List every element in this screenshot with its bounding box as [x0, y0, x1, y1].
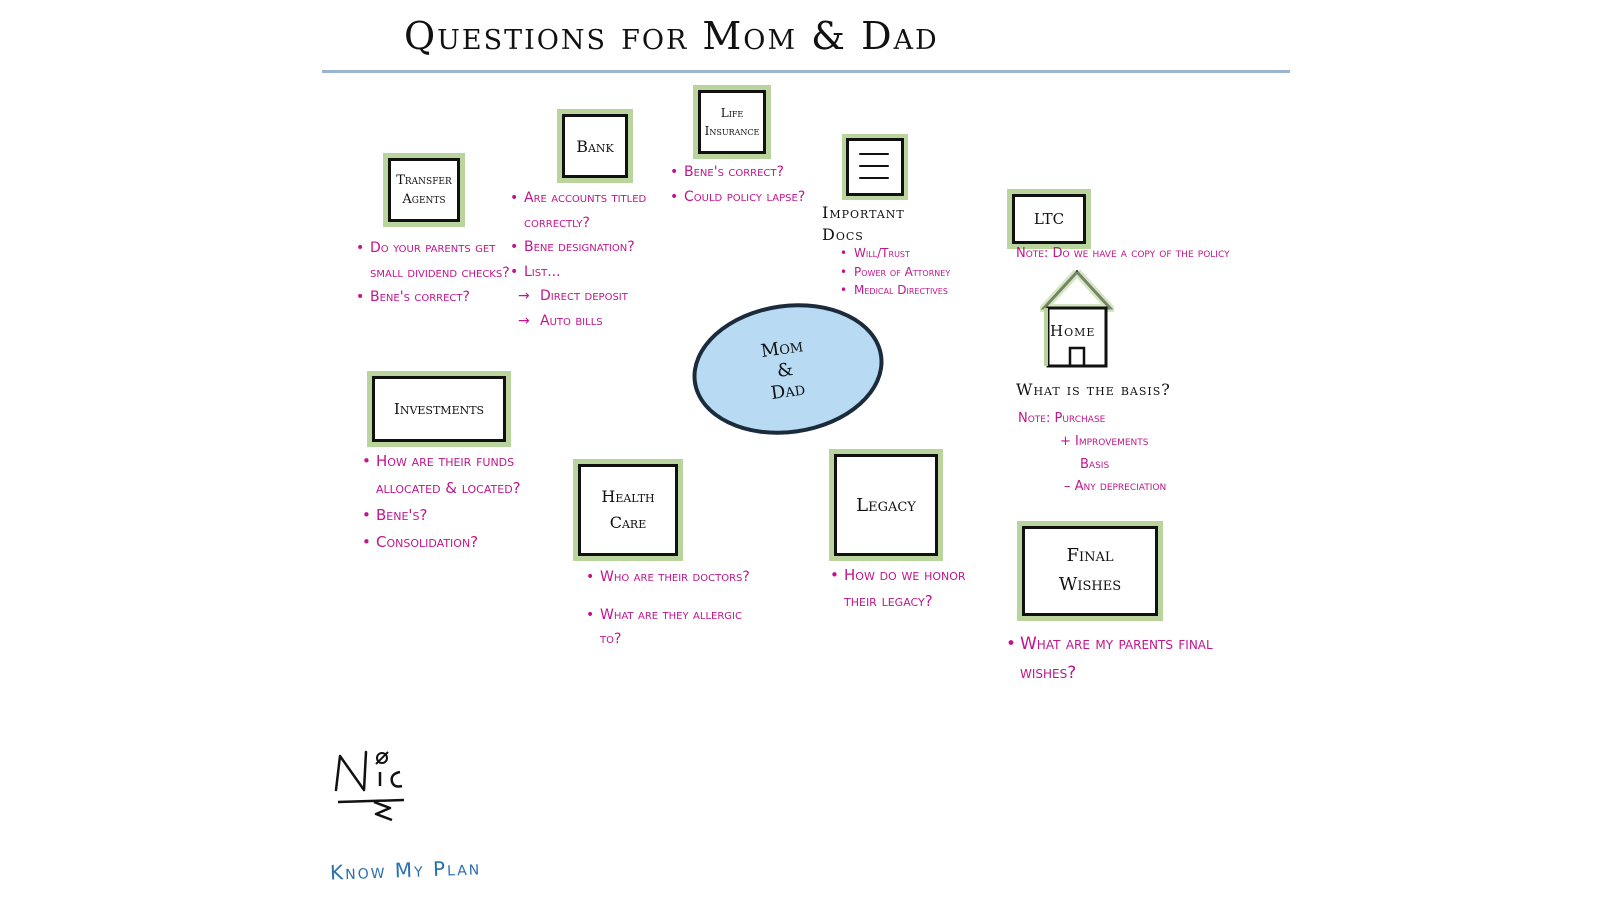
list-item: Will/Trust: [840, 244, 1030, 263]
document-icon: [846, 138, 904, 196]
list-item: Power of Attorney: [840, 263, 1030, 282]
list-item: List...: [510, 260, 710, 285]
house-body: [1046, 306, 1108, 368]
list-item: Bene's correct?: [356, 285, 516, 310]
final-wishes-label-line2: Wishes: [1058, 574, 1122, 595]
investments-notes: How are their funds allocated & located?…: [362, 448, 572, 556]
home-notes: Note: Purchase + Improvements Basis – An…: [1018, 408, 1258, 499]
important-docs-label: Important Docs: [822, 202, 905, 247]
list-item: How are their funds allocated & located?: [362, 448, 572, 502]
list-item: Consolidation?: [362, 529, 572, 556]
list-item: Bene's?: [362, 502, 572, 529]
transfer-agents-label-line1: Transfer: [396, 172, 452, 188]
health-care-label-line2: Care: [609, 513, 647, 532]
life-insurance-label-line2: Insurance: [704, 124, 760, 138]
investments-box: Investments: [372, 376, 506, 442]
list-item: Auto bills: [510, 309, 710, 334]
home-note-line: + Improvements: [1060, 433, 1149, 449]
house-icon: [1040, 269, 1114, 368]
list-item: Bene's correct?: [670, 160, 820, 185]
list-item: Bene designation?: [510, 235, 710, 260]
list-item: Note: Do we have a copy of the policy: [1016, 246, 1230, 261]
list-item: How do we honor their legacy?: [830, 562, 980, 615]
home-label: Home: [1050, 322, 1096, 340]
bank-label: Bank: [576, 136, 614, 156]
final-wishes-notes: What are my parents final wishes?: [1006, 630, 1226, 688]
home-caption: What is the basis?: [1016, 380, 1171, 399]
list-item: Do your parents get small dividend check…: [356, 236, 516, 285]
brand-link[interactable]: Know My Plan: [329, 855, 482, 885]
health-care-notes: Who are their doctors? What are they all…: [586, 566, 756, 651]
final-wishes-box: Final Wishes: [1022, 526, 1158, 616]
legacy-notes: How do we honor their legacy?: [830, 562, 980, 615]
transfer-agents-label-line2: Agents: [402, 192, 446, 207]
house-highlight: [1044, 308, 1048, 366]
legacy-box: Legacy: [834, 454, 938, 556]
health-care-label-line1: Health: [601, 487, 655, 507]
list-item: Could policy lapse?: [670, 185, 820, 210]
logo-icon: [334, 750, 405, 822]
house-door: [1068, 346, 1086, 368]
life-insurance-box: Life Insurance: [698, 90, 766, 154]
transfer-agents-box: Transfer Agents: [388, 158, 460, 222]
transfer-agents-notes: Do your parents get small dividend check…: [356, 236, 516, 310]
home-note-line: Note: Purchase: [1018, 411, 1106, 426]
home-note-line: Basis: [1080, 456, 1110, 472]
list-item: Direct deposit: [510, 284, 710, 309]
list-item: What are they allergic to?: [586, 604, 756, 652]
final-wishes-label-line1: Final: [1066, 545, 1114, 567]
important-docs-label-line1: Important: [822, 203, 905, 222]
life-insurance-notes: Bene's correct? Could policy lapse?: [670, 160, 820, 209]
investments-label: Investments: [393, 400, 485, 418]
list-item: Medical Directives: [840, 281, 1030, 300]
life-insurance-label-line1: Life: [720, 106, 744, 120]
list-item: Who are their doctors?: [586, 566, 756, 590]
bank-box: Bank: [562, 114, 628, 178]
list-item: Are accounts titled correctly?: [510, 186, 710, 235]
list-item: What are my parents final wishes?: [1006, 630, 1226, 688]
ltc-box: LTC: [1012, 194, 1086, 244]
bank-notes: Are accounts titled correctly? Bene desi…: [510, 186, 710, 333]
ltc-label: LTC: [1033, 210, 1065, 228]
important-docs-notes: Will/Trust Power of Attorney Medical Dir…: [840, 244, 1030, 300]
health-care-box: Health Care: [578, 464, 678, 556]
title-underline: [322, 70, 1290, 73]
page-title: Questions for Mom & Dad: [404, 14, 939, 58]
home-note-line: – Any depreciation: [1064, 479, 1167, 495]
ltc-note: Note: Do we have a copy of the policy: [1016, 244, 1266, 264]
important-docs-label-line2: Docs: [822, 225, 864, 245]
legacy-label: Legacy: [856, 494, 916, 516]
